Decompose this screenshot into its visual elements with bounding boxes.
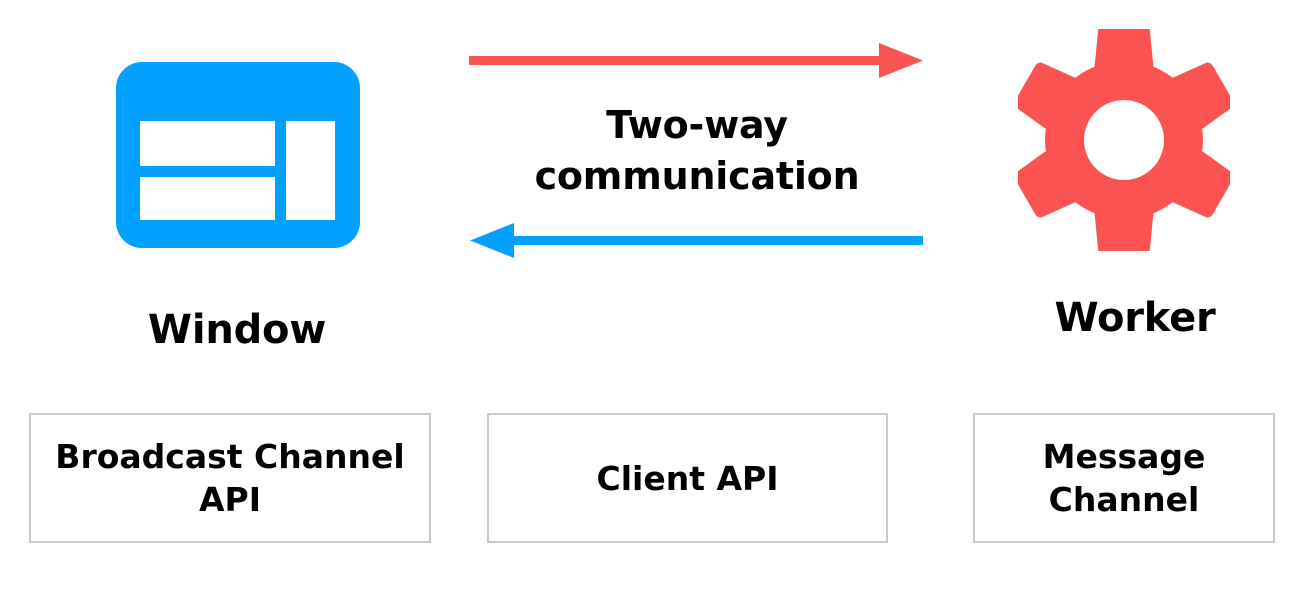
node-label-worker: Worker — [1054, 295, 1216, 341]
caption-line-2: communication — [534, 154, 860, 198]
api-box-line-1: Message — [1042, 437, 1206, 476]
api-box-label: Message Channel — [1035, 435, 1214, 521]
api-box-client-api: Client API — [487, 413, 888, 543]
caption-line-1: Two-way — [606, 103, 788, 147]
api-box-line-2: Channel — [1048, 480, 1200, 519]
api-box-broadcast-channel-api: Broadcast Channel API — [29, 413, 431, 543]
gear-icon — [1014, 26, 1234, 254]
arrow-worker-to-window — [470, 223, 923, 258]
api-box-line-1: Broadcast Channel — [55, 437, 405, 476]
browser-window-icon — [116, 62, 360, 248]
api-box-label: Broadcast Channel API — [47, 435, 412, 521]
arrow-window-to-worker — [469, 43, 923, 78]
node-label-window: Window — [147, 307, 327, 353]
api-box-label: Client API — [589, 457, 787, 500]
api-box-line-2: API — [198, 480, 261, 519]
api-box-message-channel: Message Channel — [973, 413, 1275, 543]
two-way-communication-caption: Two-way communication — [497, 100, 897, 202]
api-box-line-1: Client API — [596, 458, 779, 498]
